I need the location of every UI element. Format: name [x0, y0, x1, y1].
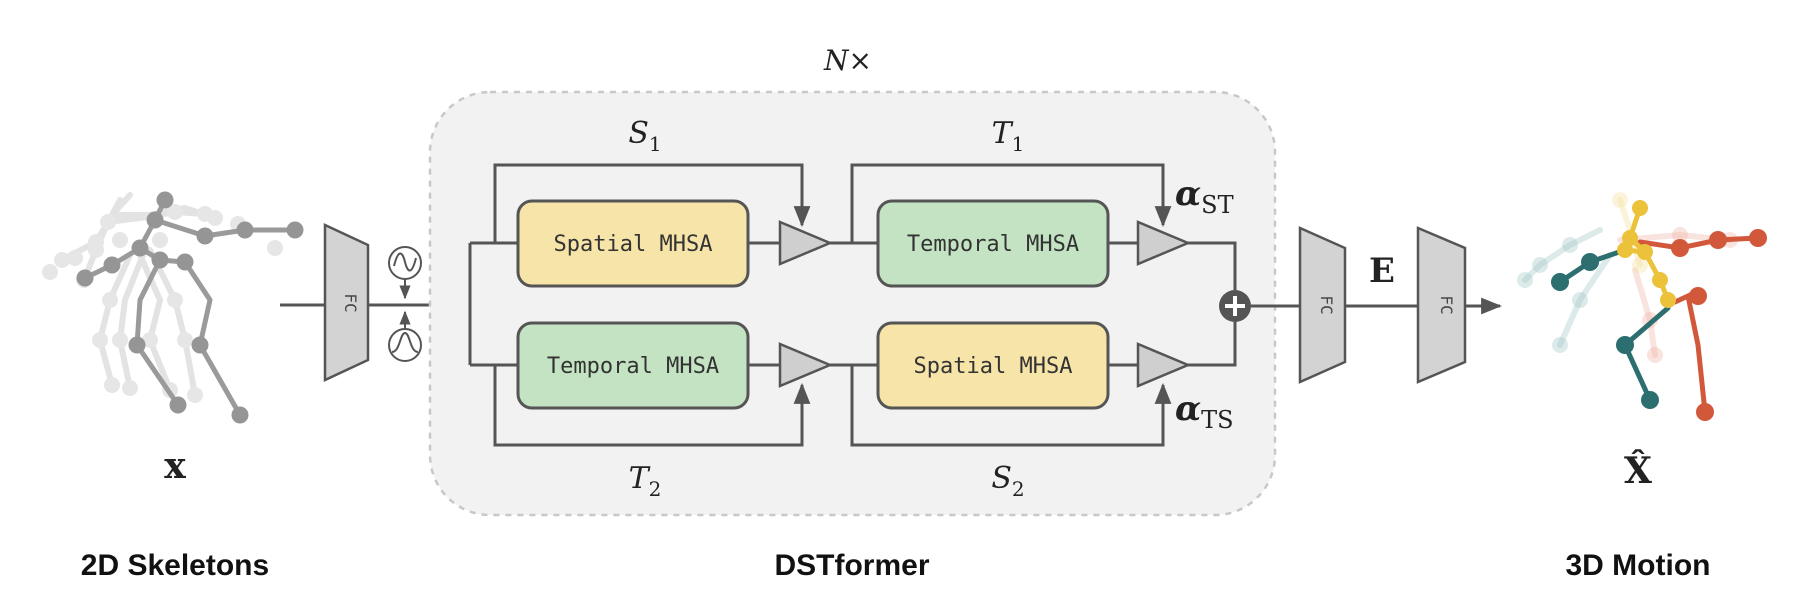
sum-icon: [1219, 290, 1251, 322]
caption-2d-skeletons: 2D Skeletons: [81, 549, 269, 582]
spatial-mhsa-label: Spatial MHSA: [914, 354, 1073, 379]
fc-label: FC: [341, 293, 360, 312]
alpha-st-label: αST: [1175, 174, 1234, 219]
fc-layer-input: FC: [323, 223, 370, 382]
spatial-mhsa-block-bottom: [876, 321, 1110, 410]
fc-label: FC: [1437, 295, 1456, 314]
gate-triangle: [778, 220, 834, 266]
alpha-ts-label: αTS: [1175, 389, 1234, 434]
temporal-mhsa-block-top: [876, 199, 1110, 288]
s1-label: S1: [628, 116, 661, 156]
t2-label: T2: [629, 461, 662, 501]
spatial-mhsa-label: Spatial MHSA: [554, 232, 713, 257]
gate-triangle: [1136, 342, 1192, 388]
t1-label: T1: [992, 116, 1025, 156]
gate-triangle: [778, 342, 834, 388]
temporal-mhsa-block-bottom: [516, 321, 750, 410]
dstformer-block: [428, 90, 1277, 517]
embedding-symbol: E: [1369, 251, 1395, 291]
fc-layer-output: FC: [1416, 226, 1467, 384]
s2-label: S2: [991, 461, 1024, 501]
temporal-mhsa-label: Temporal MHSA: [547, 354, 719, 379]
fc-layer-embedding: FC: [1298, 226, 1347, 384]
positional-embedding-icon: [388, 246, 422, 362]
output-symbol: X̂: [1624, 449, 1652, 492]
spatial-mhsa-block-top: [516, 199, 750, 288]
temporal-mhsa-label: Temporal MHSA: [907, 232, 1079, 257]
2d-skeleton-icon: [42, 191, 304, 424]
input-symbol: x: [164, 445, 186, 487]
repeat-label: N×: [823, 44, 872, 77]
caption-3d-motion: 3D Motion: [1566, 549, 1711, 582]
fc-label: FC: [1317, 295, 1336, 314]
caption-dstformer: DSTformer: [774, 549, 929, 582]
3d-motion-icon: [1517, 192, 1767, 421]
gate-triangle: [1136, 220, 1192, 266]
